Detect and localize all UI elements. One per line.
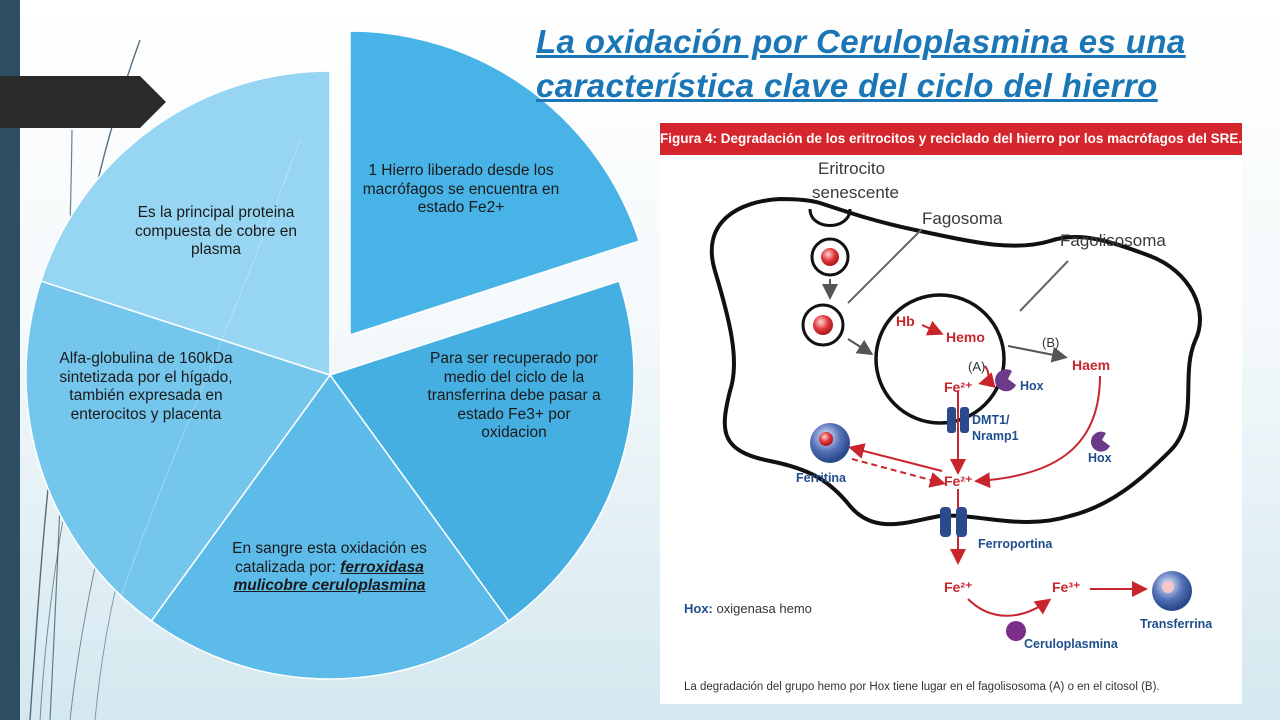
figure-caption: La degradación del grupo hemo por Hox ti… — [684, 681, 1160, 693]
segment-1-text: 1 Hierro liberado desde los macrófagos s… — [362, 162, 560, 217]
macrophage-outline — [709, 196, 1202, 527]
segment-3-emph-text: ferroxidasa mulicobre ceruloplasmina — [233, 558, 426, 595]
segment-2-text: Para ser recuperado por medio del ciclo … — [427, 350, 601, 442]
segment-3-plain-text: En sangre esta oxidación es catalizada p… — [232, 540, 427, 576]
hox-legend-key: Hox: — [684, 601, 713, 616]
label-hemo: Hemo — [946, 329, 985, 345]
label-haem: Haem — [1072, 357, 1111, 373]
figure-illustration — [709, 196, 1202, 641]
pie-segment-3 — [150, 373, 510, 680]
label-fe2-2: Fe²⁺ — [944, 473, 973, 489]
pie-segment-1 — [349, 30, 641, 337]
pie-sheen — [119, 139, 301, 601]
label-ferroportina: Ferroportina — [978, 537, 1053, 551]
label-hb: Hb — [896, 313, 915, 329]
left-accent-bar — [0, 0, 20, 720]
label-fe2-3: Fe²⁺ — [944, 579, 973, 595]
segment-3-text: En sangre esta oxidación es catalizada p… — [222, 540, 437, 596]
label-ferritina: Ferritina — [796, 471, 847, 485]
label-b: (B) — [1042, 335, 1060, 350]
arrow-tab-shape — [0, 76, 166, 128]
pie-segment-5 — [39, 70, 331, 377]
label-fagosoma: Fagosoma — [922, 209, 1003, 228]
label-transferrina: Transferrina — [1140, 617, 1213, 631]
label-nramp1: Nramp1 — [972, 429, 1019, 443]
label-eritrocito: Eritrocito — [818, 159, 886, 178]
label-fe2-1: Fe²⁺ — [944, 379, 973, 395]
cycle-pie-diagram — [25, 30, 641, 680]
slide-title: La oxidación por Ceruloplasmina es una c… — [536, 23, 1186, 104]
label-a: (A) — [968, 359, 986, 374]
figure-header: Figura 4: Degradación de los eritrocitos… — [660, 123, 1242, 155]
iron-cycle-figure: Figura 4: Degradación de los eritrocitos… — [660, 121, 1242, 704]
fagolisosoma-circle — [874, 293, 1006, 425]
segment-4-text: Alfa-globulina de 160kDa sintetizada por… — [59, 350, 233, 423]
label-ceruloplasmina: Ceruloplasmina — [1024, 637, 1118, 651]
label-hox-1: Hox — [1020, 379, 1044, 393]
pie-segment-2 — [328, 280, 635, 622]
label-fagolisosoma: Fagolisosoma — [1060, 231, 1166, 250]
label-dmt1: DMT1/ — [972, 413, 1010, 427]
hox-legend-value: oxigenasa hemo — [716, 601, 812, 616]
hox-legend: Hox: oxigenasa hemo — [684, 601, 812, 616]
label-fe3: Fe³⁺ — [1052, 579, 1081, 595]
label-hox-2: Hox — [1088, 451, 1112, 465]
label-senescente: senescente — [812, 183, 899, 202]
segment-5-text: Es la principal proteina compuesta de co… — [135, 204, 297, 259]
pie-segment-4 — [25, 280, 332, 622]
